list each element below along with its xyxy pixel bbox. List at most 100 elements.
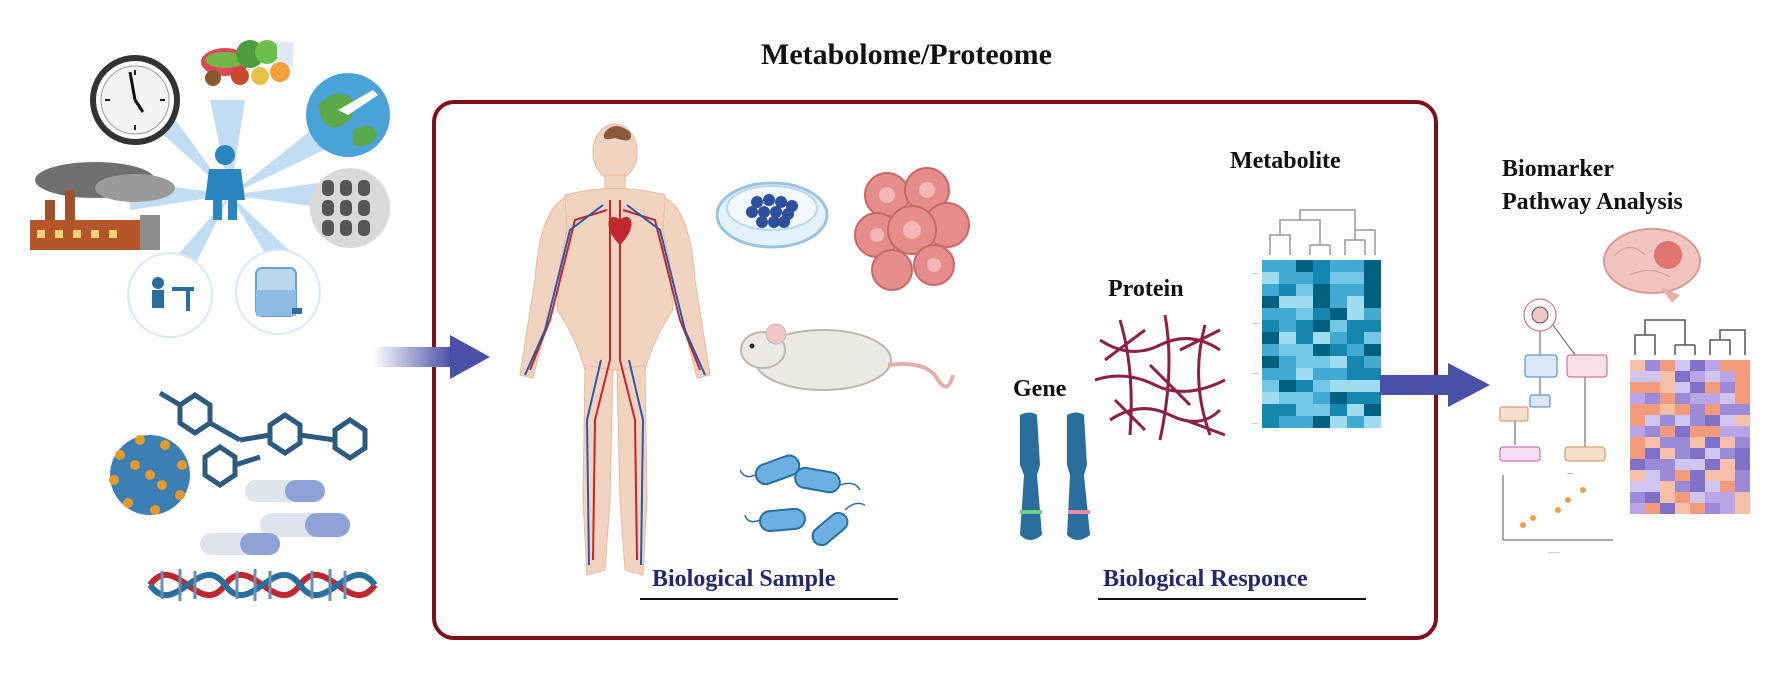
heatmap-cell: [1630, 382, 1645, 393]
heatmap-cell: [1660, 404, 1675, 415]
heatmap-cell: [1630, 426, 1645, 437]
heatmap-cell: [1296, 416, 1313, 428]
heatmap-cell: [1630, 470, 1645, 481]
heatmap-cell: [1279, 308, 1296, 320]
underline-sample: [640, 598, 898, 600]
heatmap-cell: [1262, 380, 1279, 392]
heatmap-cell: [1313, 320, 1330, 332]
output-arrow: [1380, 363, 1490, 407]
heatmap-cell: [1735, 371, 1750, 382]
heatmap-cell: [1630, 393, 1645, 404]
protein-network-icon: [1094, 314, 1226, 441]
heatmap-cell: [1690, 393, 1705, 404]
heatmap-cell: [1364, 308, 1381, 320]
heatmap-cell: [1645, 437, 1660, 448]
heatmap-cell: [1262, 296, 1279, 308]
heatmap-cell: [1364, 416, 1381, 428]
heatmap-cell: [1364, 320, 1381, 332]
heatmap-cell: [1347, 296, 1364, 308]
heatmap-cell: [1630, 481, 1645, 492]
heatmap-cell: [1347, 332, 1364, 344]
heatmap-cell: [1720, 448, 1735, 459]
heatmap-cell: [1705, 393, 1720, 404]
label-biological-sample: Biological Sample: [652, 566, 836, 592]
heatmap-cell: [1645, 426, 1660, 437]
heatmap-cell: [1720, 503, 1735, 514]
heatmap-cell: [1279, 380, 1296, 392]
heatmap-cell: [1645, 481, 1660, 492]
heatmap-cell: [1660, 503, 1675, 514]
heatmap-cell: [1645, 415, 1660, 426]
heatmap-cell: [1720, 404, 1735, 415]
heatmap-cell: [1296, 308, 1313, 320]
label-biomarker: Biomarker: [1502, 156, 1614, 182]
heatmap-cell: [1705, 481, 1720, 492]
heatmap-cell: [1705, 382, 1720, 393]
heatmap-cell: [1347, 344, 1364, 356]
heatmap-cell: [1313, 416, 1330, 428]
heatmap-cell: [1735, 481, 1750, 492]
food-icon: [201, 40, 293, 86]
heatmap-cell: [1630, 360, 1645, 371]
heatmap-cell: [1262, 284, 1279, 296]
svg-text:—: —: [1252, 369, 1259, 377]
heatmap-cell: [1675, 393, 1690, 404]
heatmap-cell: [1279, 344, 1296, 356]
heatmap-cell: [1675, 360, 1690, 371]
student-desk-icon: [127, 252, 213, 338]
heatmap-cell: [1630, 503, 1645, 514]
pathway-diagram-icon: —: [1499, 298, 1608, 477]
heatmap-cell: [1675, 382, 1690, 393]
heatmap-cell: [1735, 415, 1750, 426]
heatmap-cell: [1296, 260, 1313, 272]
heatmap-cell: [1262, 260, 1279, 272]
label-gene: Gene: [1013, 376, 1067, 402]
heatmap-cell: [1330, 392, 1347, 404]
heatmap-cell: [1347, 356, 1364, 368]
heatmap-cell: [1279, 272, 1296, 284]
heatmap-cell: [1347, 320, 1364, 332]
heatmap-cell: [1296, 404, 1313, 416]
heatmap-cell: [1330, 296, 1347, 308]
heatmap-cell: [1675, 371, 1690, 382]
heatmap-cell: [1675, 404, 1690, 415]
heatmap-cell: [1660, 470, 1675, 481]
heatmap-cell: [1735, 470, 1750, 481]
heatmap-cell: [1645, 382, 1660, 393]
heatmap-cell: [1630, 448, 1645, 459]
svg-text:—: —: [1252, 269, 1259, 277]
heatmap-cell: [1296, 392, 1313, 404]
heatmap-cell: [1364, 260, 1381, 272]
heatmap-cell: [1720, 393, 1735, 404]
heatmap-cell: [1313, 260, 1330, 272]
heatmap-cell: [1262, 308, 1279, 320]
heatmap-cell: [1705, 404, 1720, 415]
heatmap-cell: [1279, 284, 1296, 296]
heatmap-cell: [1690, 437, 1705, 448]
heatmap-cell: [1296, 272, 1313, 284]
heatmap-cell: [1660, 393, 1675, 404]
clock-icon: [90, 55, 180, 145]
heatmap-cell: [1705, 503, 1720, 514]
heatmap-cell: [1735, 448, 1750, 459]
petri-dish-icon: [715, 181, 829, 249]
heatmap-cell: [1735, 459, 1750, 470]
heatmap-cell: [1313, 284, 1330, 296]
heatmap-cell: [1675, 470, 1690, 481]
capsule-icon: [200, 480, 350, 555]
label-protein: Protein: [1108, 276, 1184, 302]
heatmap-cell: [1296, 344, 1313, 356]
heatmap-cell: [1262, 320, 1279, 332]
heatmap-cell: [1660, 426, 1675, 437]
heatmap-cell: [1279, 260, 1296, 272]
heatmap-cell: [1630, 371, 1645, 382]
heatmap-cell: [1645, 459, 1660, 470]
biomarker-heatmap-icon: [1630, 319, 1750, 514]
heatmap-cell: [1296, 332, 1313, 344]
heatmap-cell: [1330, 356, 1347, 368]
heatmap-cell: [1364, 332, 1381, 344]
heatmap-cell: [1330, 416, 1347, 428]
heatmap-cell: [1675, 459, 1690, 470]
heatmap-cell: [1330, 272, 1347, 284]
heatmap-cell: [1279, 404, 1296, 416]
